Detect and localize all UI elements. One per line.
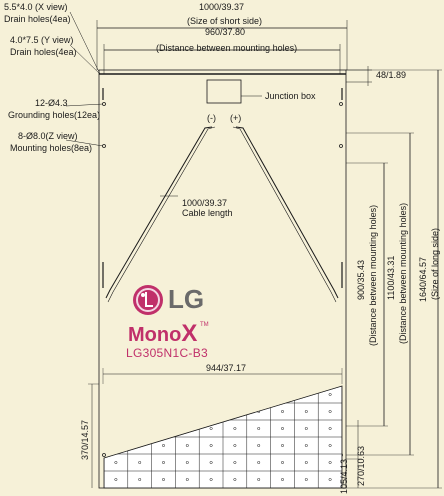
cable [105,126,213,299]
ground-size: 12-Ø4.3 [35,98,68,108]
cell-dot [281,393,284,396]
mount-v-outer-caption: (Distance between mounting holes) [398,202,408,344]
mount-v-inner-value: 900/35.43 [356,259,366,300]
top-offset-value: 48/1.89 [376,70,407,80]
cell-dot [304,427,308,430]
left-bottom-value: 370/14.57 [80,419,90,460]
cell-dot [233,427,237,430]
cell-dot [114,410,118,413]
cell-dot [185,461,189,464]
cell-dot [281,478,284,481]
cell-dot [257,478,261,481]
ground-caption: Grounding holes(12ea) [8,110,101,120]
cell-dot [257,444,261,447]
cell-dot [328,427,332,430]
cell-dot [304,478,308,481]
cell-dot [233,461,237,464]
cell-dot [328,461,332,464]
cell-dot [114,393,118,396]
cell-dot [162,393,165,396]
cell-dot [138,478,142,481]
junction-box [206,79,242,104]
lg-logo-text: LG [168,284,205,314]
cell-dot [162,478,165,481]
cell-dot [328,410,332,413]
cell-dot [281,427,284,430]
r-small-2-value: 105/4.13 [339,458,349,494]
cell-dot [114,444,118,447]
cell-dot [185,427,189,430]
cable-length-caption: Cable length [182,208,233,218]
drain-y-caption: Drain holes(4ea) [10,47,77,57]
cable-length-value: 1000/39.37 [182,198,228,208]
cell-dot [328,478,332,481]
drain-x-size: 5.5*4.0 (X view) [4,2,68,12]
r-small-1-value: 270/10.63 [356,445,366,486]
cell-dot [138,393,142,396]
cell-dot [185,393,189,396]
cell-dot [209,461,213,464]
cell-dot [257,427,261,430]
cell-dot [138,427,142,430]
cell-dot [138,461,142,464]
cell-dot [162,427,165,430]
cell-dot [114,427,118,430]
mount-v-outer-value: 1100/43.31 [386,255,396,300]
cell-dot [328,393,332,396]
cell-dot [328,444,332,447]
cell-dot [114,478,118,481]
long-side-value: 1640/64.57 [418,256,428,302]
cell-dot [209,410,213,413]
cell-dot [257,461,261,464]
cell-dot [281,461,284,464]
cell-dot [281,410,284,413]
long-side-caption: (Size of long side) [430,227,440,300]
cell-dot [304,410,308,413]
cell-dot [185,478,189,481]
plus-terminal: (+) [230,113,242,123]
cell-dot [114,461,118,464]
cell-dot [233,478,237,481]
cell-dot [185,444,189,447]
cell-dot [304,393,308,396]
junction-box-label: Junction box [265,91,316,101]
cell-dot [233,444,237,447]
product-name: MonoX [128,320,197,348]
bottom-width-value: 944/37.17 [206,363,247,373]
product-x: X [181,320,198,347]
cell-dot [233,410,237,413]
cell-dot [209,393,213,396]
cell-dot [162,444,165,447]
cell-dot [209,444,213,447]
cell-dot [162,410,165,413]
cell-dot [233,393,237,396]
cell-dot [281,444,284,447]
cell-dot [138,410,142,413]
cell-dot [185,410,189,413]
cell-dot [304,461,308,464]
minus-terminal: (-) [207,113,216,123]
drain-x-caption: Drain holes(4ea) [4,14,71,24]
cell-dot [138,444,142,447]
trademark: TM [200,322,209,328]
mount-h-value: 960/37.80 [205,27,246,37]
drain-y-size: 4.0*7.5 (Y view) [10,35,74,45]
short-side-caption: (Size of short side) [187,16,263,26]
cell-dot [209,427,213,430]
cell-dot [209,478,213,481]
cell-dot [304,444,308,447]
cell-dot [257,393,261,396]
mount-h-caption: (Distance between mounting holes) [156,43,298,53]
mount-caption: Mounting holes(8ea) [10,143,93,153]
mount-v-inner-caption: (Distance between mounting holes) [368,204,378,346]
mount-size: 8-Ø8.0(Z view) [18,131,78,141]
model-number: LG305N1C-B3 [126,346,209,360]
cell-dot [162,461,165,464]
product-mono: Mono [128,324,182,346]
short-side-value: 1000/39.37 [199,2,245,12]
